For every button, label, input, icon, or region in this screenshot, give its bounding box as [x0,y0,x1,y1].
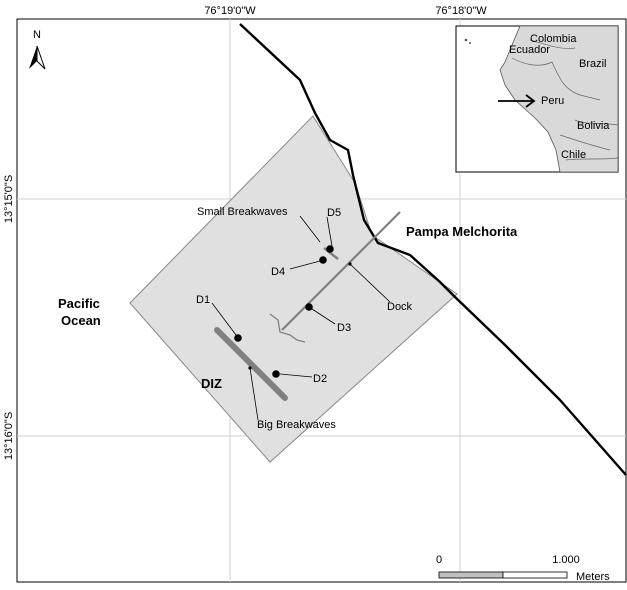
big-breakwaves-point [248,366,252,370]
lon-label-left: 76°19'0"W [204,5,256,17]
north-arrow-label: N [33,29,41,41]
small-breakwaves-label: Small Breakwaves [197,206,288,218]
scale-bar-max: 1.000 [552,554,580,566]
leader-d4 [289,260,321,270]
location-arrow-head-icon [525,94,536,108]
station-d5-marker [326,245,334,253]
pacific-label-line1: Pacific [58,296,100,311]
leader-d3 [311,308,336,325]
station-d5-label: D5 [327,207,341,219]
leader-d5 [326,216,333,247]
inset-island [469,42,471,44]
pampa-melchorita-label: Pampa Melchorita [406,224,518,239]
dock-pier-line [281,211,401,331]
inset-label-colombia: Colombia [530,33,577,45]
lat-label-bottom: 13°16'0"S [3,412,15,460]
scale-bar-zero: 0 [436,554,442,566]
pacific-label-line2: Ocean [61,313,101,328]
inset-land [499,26,618,172]
leader-d2 [279,373,313,378]
scale-bar-unit: Meters [576,571,610,583]
scale-bar-segment-1 [438,571,504,579]
inset-label-ecuador: Ecuador [509,44,550,56]
inset-label-peru: Peru [541,95,564,107]
leader-small-breakwaves [299,215,321,243]
big-breakwater [214,327,288,401]
dock-label: Dock [387,301,413,313]
station-d1-marker [234,334,242,342]
north-arrow-icon [29,45,46,70]
diz-label: DIZ [201,376,222,391]
lat-label-top: 13°15'0"S [3,175,15,223]
big-breakwaves-label: Big Breakwaves [257,419,336,431]
station-d1-label: D1 [196,294,210,306]
dock-point [348,262,352,266]
leader-big-breakwaves [249,367,259,421]
station-d2-marker [272,370,280,378]
station-d4-marker [319,256,327,264]
scale-bar-segment-2 [502,571,568,579]
inset-map: Colombia Ecuador Brazil Peru Bolivia Chi… [455,25,619,173]
station-d3-label: D3 [337,322,351,334]
inset-label-brazil: Brazil [579,58,607,70]
lon-label-right: 76°18'0"W [435,5,487,17]
coastline [239,23,627,476]
inset-label-chile: Chile [561,149,586,161]
inset-label-bolivia: Bolivia [577,120,610,132]
station-d4-label: D4 [271,266,285,278]
station-d3-marker [305,303,313,311]
scale-bar: 0 1.000 Meters [436,554,610,583]
inset-borders [511,39,618,161]
inset-island [464,38,468,42]
jetty-line [269,313,306,343]
leader-d1 [211,302,237,336]
station-d2-label: D2 [313,373,327,385]
leader-dock [349,263,391,303]
